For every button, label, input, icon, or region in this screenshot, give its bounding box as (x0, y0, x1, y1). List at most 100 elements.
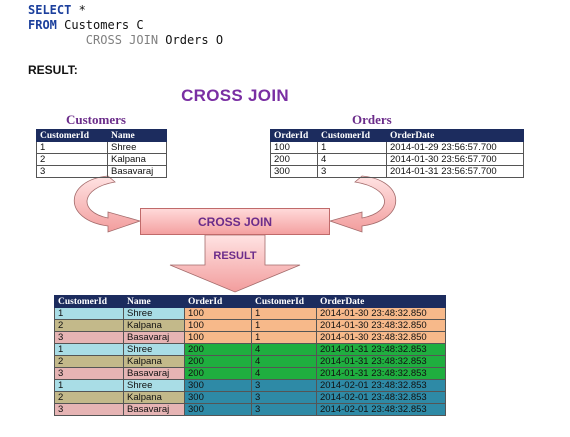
table-cell: 3 (54, 403, 124, 416)
sql-join-line: CROSS JOIN Orders O (28, 33, 223, 48)
table-cell: 100 (184, 331, 252, 344)
column-header: CustomerId (251, 295, 317, 308)
cross-join-box: CROSS JOIN (140, 208, 330, 235)
table-cell: 2014-01-31 23:48:32.853 (316, 355, 446, 368)
table-cell: 3 (251, 391, 317, 404)
result-table: CustomerId Name OrderId CustomerId Order… (54, 295, 446, 416)
table-cell: 2014-01-30 23:48:32.850 (316, 319, 446, 332)
sql-select-line: SELECT * (28, 3, 223, 18)
table-cell: Basavaraj (123, 403, 185, 416)
table-cell: 3 (317, 165, 387, 178)
table-cell: 100 (184, 307, 252, 320)
sql-query: SELECT * FROM Customers C CROSS JOIN Ord… (28, 3, 223, 48)
sql-from-line: FROM Customers C (28, 18, 223, 33)
table-cell: 2014-01-31 23:48:32.853 (316, 367, 446, 380)
result-arrow-label: RESULT (213, 250, 257, 262)
table-cell: 100 (184, 319, 252, 332)
sql-join-table: Orders O (158, 33, 224, 47)
table-cell: 300 (184, 379, 252, 392)
table-cell: 2014-01-30 23:48:32.850 (316, 307, 446, 320)
table-cell: 2014-02-01 23:48:32.853 (316, 391, 446, 404)
column-header: CustomerId (54, 295, 124, 308)
table-cell: 2014-02-01 23:48:32.853 (316, 379, 446, 392)
table-cell: Shree (123, 379, 185, 392)
table-cell: Basavaraj (107, 165, 167, 178)
table-cell: 2014-01-30 23:48:32.850 (316, 331, 446, 344)
table-cell: Kalpana (123, 391, 185, 404)
table-cell: 1 (251, 331, 317, 344)
table-cell: 4 (251, 355, 317, 368)
table-cell: 4 (251, 343, 317, 356)
table-cell: 3 (36, 165, 108, 178)
table-cell: 3 (54, 331, 124, 344)
table-cell: 200 (184, 355, 252, 368)
sql-select-keyword: SELECT (28, 3, 72, 17)
sql-select-columns: * (71, 3, 86, 17)
table-cell: 3 (54, 367, 124, 380)
table-cell: Kalpana (107, 153, 167, 166)
column-header: CustomerId (317, 129, 387, 142)
table-cell: 300 (184, 403, 252, 416)
table-cell: Kalpana (123, 355, 185, 368)
table-cell: 1 (54, 307, 124, 320)
table-cell: 2014-01-29 23:56:57.700 (386, 141, 524, 154)
table-cell: 3 (251, 379, 317, 392)
table-cell: 3 (251, 403, 317, 416)
column-header: OrderId (270, 129, 318, 142)
orders-header-row: OrderId CustomerId OrderDate (270, 129, 524, 142)
left-curved-arrow (73, 175, 142, 233)
result-header-row: CustomerId Name OrderId CustomerId Order… (54, 295, 446, 308)
customers-table-title: Customers (66, 112, 126, 127)
sql-from-keyword: FROM (28, 18, 57, 32)
table-cell: 4 (317, 153, 387, 166)
table-cell: Shree (123, 307, 185, 320)
table-cell: Kalpana (123, 319, 185, 332)
sql-cross-join-keyword: CROSS JOIN (85, 33, 159, 47)
table-cell: 200 (184, 367, 252, 380)
table-cell: 200 (184, 343, 252, 356)
table-cell: 2014-01-31 23:56:57.700 (386, 165, 524, 178)
table-cell: Basavaraj (123, 367, 185, 380)
column-header: Name (107, 129, 167, 142)
right-curved-arrow (328, 175, 397, 233)
column-header: OrderDate (316, 295, 446, 308)
table-cell: 1 (317, 141, 387, 154)
table-cell: 1 (54, 343, 124, 356)
column-header: OrderDate (386, 129, 524, 142)
table-cell: Shree (107, 141, 167, 154)
orders-table-title: Orders (352, 112, 392, 127)
table-cell: 2 (54, 391, 124, 404)
table-cell: 300 (184, 391, 252, 404)
table-cell: 4 (251, 367, 317, 380)
result-down-arrow (169, 234, 301, 293)
table-cell: 2 (54, 355, 124, 368)
table-cell: 100 (270, 141, 318, 154)
table-cell: 200 (270, 153, 318, 166)
result-heading: RESULT: (28, 63, 78, 77)
column-header: OrderId (184, 295, 252, 308)
table-cell: 1 (54, 379, 124, 392)
table-cell: 1 (251, 319, 317, 332)
table-cell: 1 (36, 141, 108, 154)
table-cell: 2014-02-01 23:48:32.853 (316, 403, 446, 416)
table-cell: 1 (251, 307, 317, 320)
table-cell: 2014-01-30 23:56:57.700 (386, 153, 524, 166)
diagram-title: CROSS JOIN (181, 86, 289, 105)
